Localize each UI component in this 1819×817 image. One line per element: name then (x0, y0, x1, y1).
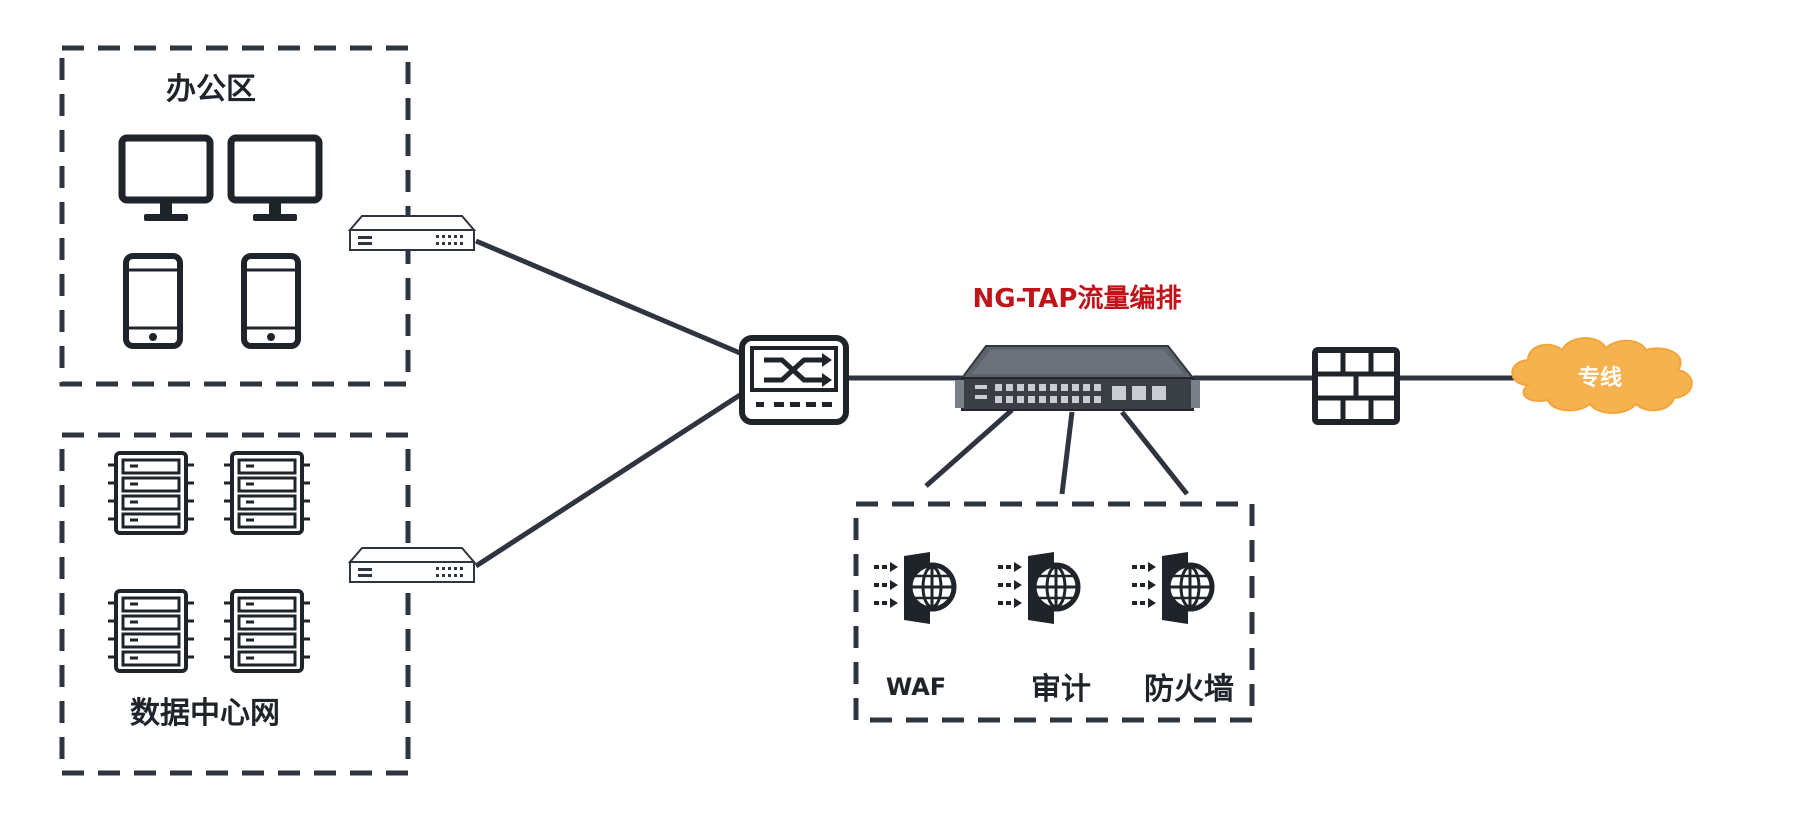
tablet-icon (244, 256, 298, 346)
link-dc-core (474, 392, 742, 569)
server-rack-icon (222, 451, 312, 535)
shield-globe-icon (998, 552, 1078, 624)
server-rack-icon (106, 451, 196, 535)
monitor-icon (231, 138, 319, 221)
office-zone: 办公区 (59, 45, 411, 387)
server-rack-icon (222, 589, 312, 673)
connection-lines (474, 238, 1520, 569)
tablet-icon (126, 256, 180, 346)
dedicated-line-label: 专线 (1578, 365, 1622, 391)
shield-globe-icon (1132, 552, 1212, 624)
server-rack-icon (106, 589, 196, 673)
datacenter-zone-label: 数据中心网 (130, 696, 280, 731)
link-tap-firewall-tool (1120, 410, 1189, 496)
link-tap-waf (924, 408, 1014, 488)
ng-tap-device: NG-TAP流量编排 (955, 283, 1200, 411)
dedicated-line-cloud: 专线 (1511, 337, 1693, 414)
datacenter-access-switch (349, 547, 475, 583)
link-tap-audit (1059, 411, 1075, 495)
office-access-switch (349, 215, 475, 251)
tool-waf-label: WAF (886, 673, 946, 701)
firewall-icon (1312, 347, 1400, 425)
tool-firewall-label: 防火墙 (1144, 672, 1234, 707)
datacenter-zone: 数据中心网 (59, 432, 411, 776)
ng-tap-title: NG-TAP流量编排 (973, 283, 1182, 314)
office-zone-label: 办公区 (166, 72, 256, 107)
monitor-icon (122, 138, 210, 221)
core-switch-icon (739, 335, 849, 425)
security-tools-zone: WAF 审计 防火墙 (853, 501, 1255, 723)
tool-audit-label: 审计 (1031, 672, 1091, 707)
link-office-core (475, 238, 741, 356)
shield-globe-icon (874, 552, 954, 624)
